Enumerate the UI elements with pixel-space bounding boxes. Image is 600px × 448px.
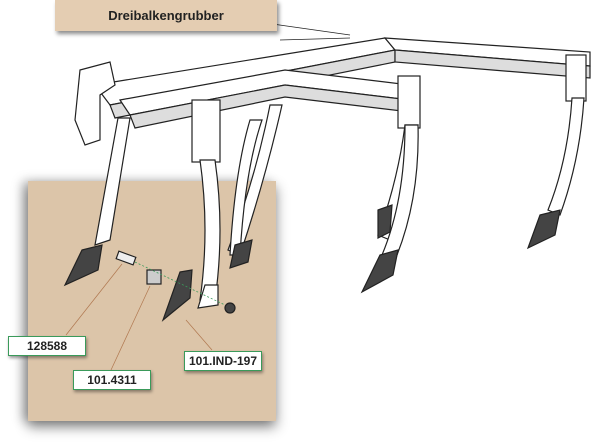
diagram-title: Dreibalkengrubber — [55, 0, 277, 31]
exploded-parts — [115, 250, 236, 322]
share-point-icon — [161, 269, 193, 322]
part-label-101-ind-197[interactable]: 101.IND-197 — [184, 351, 262, 371]
bolt-icon — [115, 250, 137, 266]
part-label-101-4311[interactable]: 101.4311 — [73, 370, 151, 390]
leader-lines — [65, 263, 213, 371]
tine-shanks — [94, 97, 585, 301]
clamp-plate-icon — [146, 269, 162, 285]
part-label-128588[interactable]: 128588 — [8, 336, 86, 356]
mounting-plates — [191, 54, 587, 163]
nut-icon — [224, 302, 236, 314]
share-points — [63, 204, 561, 294]
frame-beams — [74, 17, 591, 146]
